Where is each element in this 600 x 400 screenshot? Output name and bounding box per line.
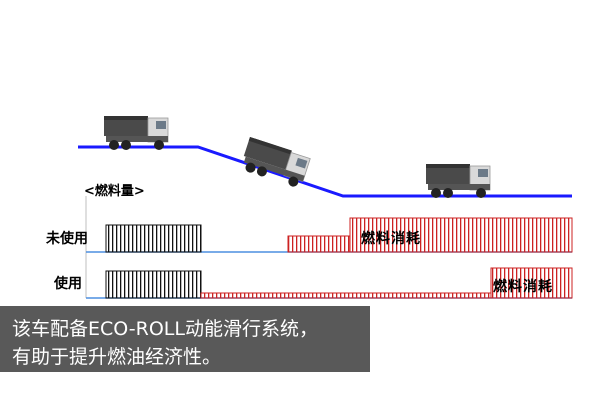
caption-box: 该车配备ECO-ROLL动能滑行系统， 有助于提升燃油经济性。 [0,306,370,372]
fuel-axis-label: <燃料量> [84,184,145,199]
consumption-label-used: 燃料消耗 [493,279,553,295]
row2-consumption-bar [490,267,573,299]
row-label-unused: 未使用 [46,231,88,247]
row2-low-bar [200,292,492,299]
caption-line-1: 该车配备ECO-ROLL动能滑行系统， [12,318,318,340]
consumption-label-unused: 燃料消耗 [361,231,421,247]
caption-line-2: 有助于提升燃油经济性。 [12,346,222,368]
row2-idle-bar [105,270,202,299]
row1-consumption-bar [349,217,573,253]
road-line [78,145,572,198]
truck-flat-icon [425,163,491,199]
row1-idle-bar [105,224,202,253]
row-label-used: 使用 [54,276,82,292]
truck-uphill-icon [103,115,169,151]
row1-low-bar [287,235,351,253]
